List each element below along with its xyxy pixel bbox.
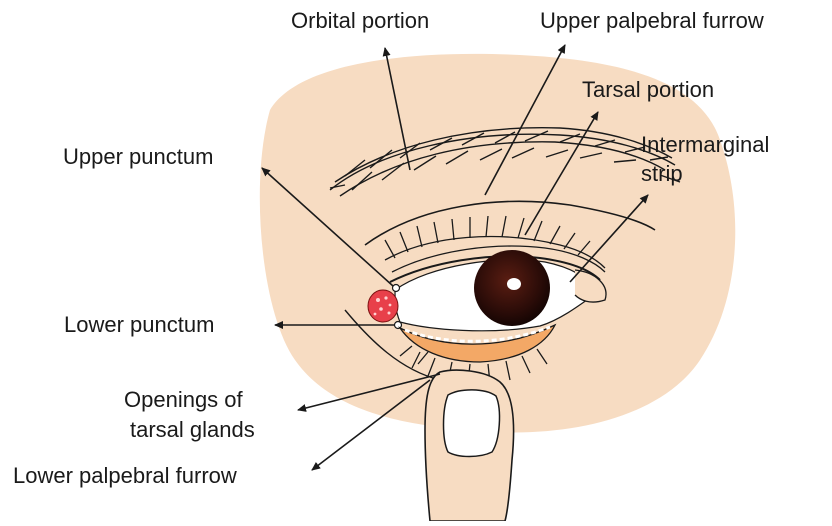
label-lower-palpebral-furrow: Lower palpebral furrow (13, 463, 237, 488)
skin-area (259, 53, 736, 433)
arrow-orbital-portion (382, 47, 411, 171)
arrow-openings-tarsal-glands (297, 373, 441, 412)
label-lower-punctum: Lower punctum (64, 312, 215, 337)
pupil-highlight (507, 278, 521, 290)
lateral-canthus (574, 269, 607, 303)
fingernail (442, 389, 501, 458)
arrow-lower-palpebral-furrow (311, 379, 431, 471)
label-upper-palpebral-furrow: Upper palpebral furrow (540, 8, 764, 33)
lower-furrow-line (344, 309, 441, 381)
label-openings-line1: Openings of (124, 387, 243, 412)
leader-lines (261, 44, 649, 471)
arrow-intermarginal-strip (569, 194, 649, 283)
lacrimal-caruncle (367, 289, 399, 323)
lower-lid-inner (404, 325, 551, 343)
upper-furrow-line (364, 200, 656, 246)
arrow-upper-punctum (261, 167, 394, 287)
lower-lid-margin (398, 323, 557, 363)
eyebrow (329, 127, 681, 197)
label-intermarginal-strip-line2: strip (641, 161, 683, 186)
arrow-tarsal-portion (524, 111, 599, 236)
label-tarsal-portion: Tarsal portion (582, 77, 715, 102)
label-upper-punctum: Upper punctum (63, 144, 214, 169)
upper-lashes (384, 215, 606, 269)
upper-punctum-dot (391, 283, 401, 293)
arrow-upper-palpebral-furrow (484, 44, 566, 196)
label-openings-line2: tarsal glands (130, 417, 255, 442)
caruncle-dots (373, 296, 392, 316)
lower-punctum-dot (393, 320, 403, 330)
label-intermarginal-strip-line1: Intermarginal (641, 132, 770, 157)
label-orbital-portion: Orbital portion (291, 8, 430, 33)
